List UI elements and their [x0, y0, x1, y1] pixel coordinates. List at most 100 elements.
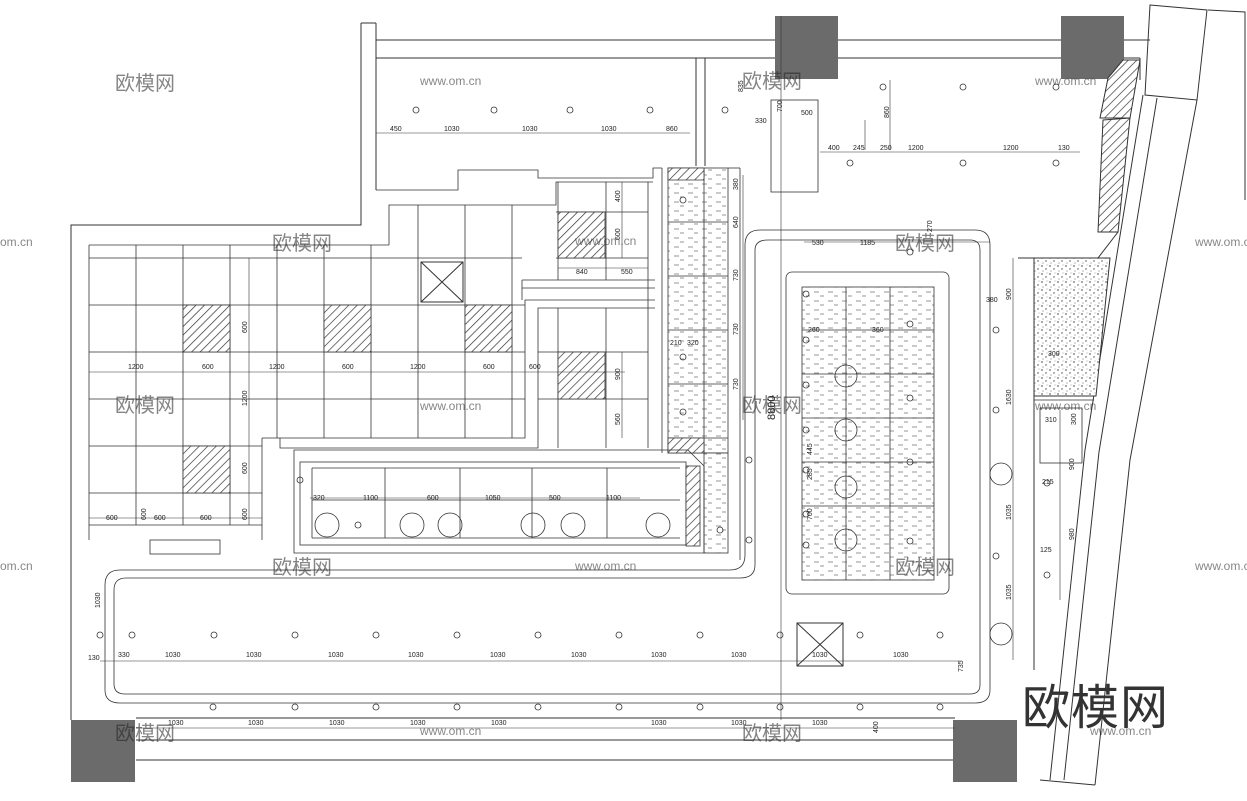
watermark-text: www.om.cn — [1034, 74, 1096, 88]
tree-pit — [834, 475, 858, 499]
dim-label: 1030 — [329, 720, 345, 727]
dim-label: 270 — [927, 220, 934, 232]
watermark-text: 欧模网 — [742, 722, 802, 745]
dim-label: 700 — [777, 100, 784, 112]
dim-label: 310 — [1045, 417, 1057, 424]
watermark-text: 欧模网 — [895, 232, 955, 255]
dim-label: 600 — [242, 462, 249, 474]
water-channel — [661, 167, 741, 560]
dim-label: 1030 — [651, 720, 667, 727]
overall-height-label: 8800 — [766, 396, 778, 420]
dim-label: 980 — [1069, 528, 1076, 540]
dim-label: 1200 — [242, 390, 249, 406]
dim-label: 835 — [738, 80, 745, 92]
gravel-bed — [1018, 231, 1119, 670]
dim-label: 445 — [807, 443, 814, 455]
dim-label: 1035 — [1006, 584, 1013, 600]
column — [71, 720, 135, 782]
dim-group-left-row: 1200 600 1200 600 1200 600 600 — [128, 364, 541, 371]
dim-label: 1200 — [128, 364, 144, 371]
watermark-text: 欧模网 — [742, 70, 802, 93]
dim-label: 250 — [880, 145, 892, 152]
dim-label: 300 — [1048, 351, 1060, 358]
dim-label: 600 — [106, 515, 118, 522]
dim-label: 320 — [313, 495, 325, 502]
watermark-text: www.om.cn — [1194, 235, 1247, 249]
dim-label: 600 — [200, 515, 212, 522]
dim-label: 330 — [118, 652, 130, 659]
dim-label: 1100 — [363, 495, 378, 502]
tree-pit — [437, 512, 463, 538]
watermark-text: 欧模网 — [895, 556, 955, 579]
dim-label: 500 — [549, 495, 561, 502]
dim-label: 735 — [958, 660, 965, 672]
dim-label: 1030 — [491, 720, 507, 727]
dimension-labels: 450 1030 1030 1030 860 835 700 860 330 5… — [88, 80, 1078, 733]
structural-columns — [71, 16, 1124, 782]
dimension-lines — [89, 16, 1080, 729]
dim-label: 400 — [828, 145, 840, 152]
dim-label: 730 — [733, 378, 740, 390]
dim-group-center-vertical: 380 640 730 730 730 210 320 — [670, 178, 740, 390]
slanted-wall — [1039, 4, 1246, 786]
dim-label: 900 — [615, 368, 622, 380]
column — [953, 720, 1017, 782]
dim-label: 1050 — [485, 495, 501, 502]
watermark-text: om.cn — [0, 235, 33, 249]
dim-label: 560 — [615, 413, 622, 425]
dim-label: 1030 — [812, 720, 828, 727]
dim-label: 1030 — [651, 652, 667, 659]
top-right-boxes — [770, 99, 1083, 464]
watermark-text: www.om.cn — [419, 724, 481, 738]
building-outline — [70, 22, 1150, 761]
tree-pit — [989, 462, 1013, 486]
dim-label: 600 — [242, 321, 249, 333]
dim-label: 1030 — [812, 652, 828, 659]
wall-hatched-section — [1097, 59, 1141, 233]
dim-label: 320 — [687, 340, 699, 347]
dim-label: 640 — [733, 216, 740, 228]
dim-label: 1030 — [246, 652, 262, 659]
dim-label: 215 — [1042, 479, 1054, 486]
dim-label: 1200 — [908, 145, 924, 152]
planter-bed — [293, 449, 705, 554]
dim-label: 380 — [986, 297, 998, 304]
watermark-text: 欧模网 — [272, 556, 332, 579]
watermark-text: www.om.cn — [419, 74, 481, 88]
dim-label: 550 — [621, 269, 633, 276]
light-fixtures — [96, 83, 1060, 711]
dim-group-far-right: 380 900 1630 1035 1035 310 300 215 125 9… — [986, 288, 1078, 600]
dim-label: 210 — [670, 340, 682, 347]
dim-label: 860 — [666, 126, 678, 133]
hatched-tiles — [182, 211, 606, 494]
watermark-text: 欧模网 — [272, 232, 332, 255]
tree-pit — [399, 512, 425, 538]
dim-label: 1030 — [328, 652, 344, 659]
tree-pit — [520, 512, 546, 538]
dim-group-left-vertical: 600 1200 600 600 — [242, 321, 249, 520]
dim-label: 500 — [801, 110, 813, 117]
watermark-text: 欧模网 — [742, 394, 802, 417]
watermark-text: www.om.cn — [1034, 399, 1096, 413]
dim-label: 300 — [1071, 413, 1078, 425]
dim-label: 130 — [88, 655, 100, 662]
dim-label: 730 — [733, 323, 740, 335]
dim-label: 1200 — [410, 364, 426, 371]
dim-label: 600 — [242, 508, 249, 520]
dim-label: 860 — [884, 106, 891, 118]
dim-label: 1035 — [1006, 504, 1013, 520]
dim-group-top-right: 835 700 860 330 500 400 245 250 1200 120… — [738, 80, 1070, 152]
dim-label: 125 — [1040, 547, 1052, 554]
dim-label: 600 — [141, 508, 148, 520]
dim-label: 400 — [873, 721, 880, 733]
dim-label: 1030 — [893, 652, 909, 659]
dim-label: 730 — [733, 269, 740, 281]
dim-label: 1030 — [571, 652, 587, 659]
dim-label: 1030 — [731, 720, 747, 727]
dim-label: 1030 — [410, 720, 426, 727]
dim-label: 1030 — [731, 652, 747, 659]
dim-label: 600 — [342, 364, 354, 371]
tree-pit — [834, 364, 858, 388]
dim-label: 1030 — [522, 126, 538, 133]
tree-pit — [989, 622, 1013, 646]
